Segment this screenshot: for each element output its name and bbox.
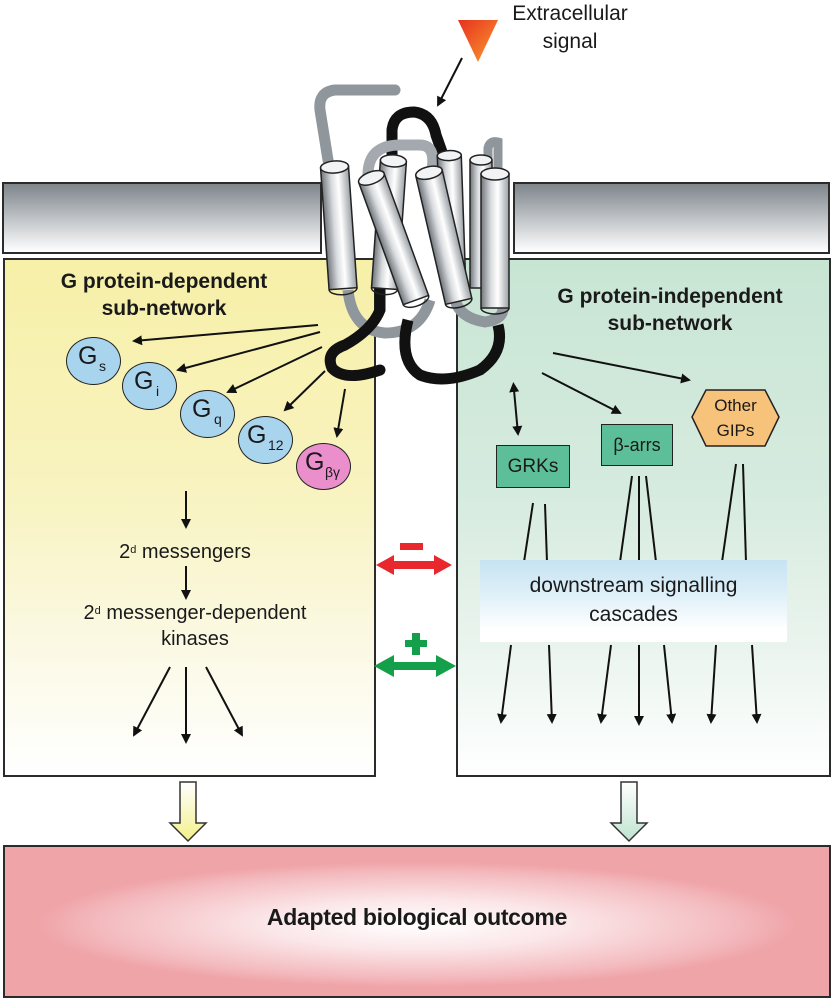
kinases-label: 2d messenger-dependent kinases [83, 602, 307, 650]
cascade-output-arrow-7 [751, 644, 762, 724]
green-double-arrow-icon [374, 655, 456, 677]
independent-activation-arrows [497, 352, 762, 726]
receptor-loop-ecl1 [386, 106, 448, 160]
adapted-outcome-label: Adapted biological outcome [266, 904, 568, 930]
g-protein-independent-panel [456, 258, 831, 777]
receptor-loop-ecl2 [362, 139, 439, 176]
g-protein-gq: G q [180, 390, 235, 438]
arrow-to-gs [132, 324, 319, 346]
left-panel-title: G protein-dependent sub-network [60, 270, 268, 320]
cascade-output-arrow-5 [663, 644, 677, 724]
receptor-loop-ecl3 [483, 137, 503, 170]
cascade-output-arrow-1 [497, 644, 512, 724]
g-protein-gi: G i [122, 362, 177, 410]
cascade-output-arrow-6 [706, 644, 717, 724]
other-gips-hexagon [691, 389, 780, 447]
gips-cascade-line-1 [721, 463, 737, 563]
receptor-loop-n-terminus [314, 84, 401, 166]
g-protein-dependent-panel [3, 258, 376, 777]
extracellular-signal-label: Extracellular signal [512, 2, 628, 53]
arrow-to-gbg [333, 388, 346, 438]
arrow-grks-bidirectional [509, 382, 523, 436]
cell-membrane-right [513, 182, 830, 254]
arrow-to-g12 [283, 370, 326, 412]
arrow-to-gq [226, 346, 323, 394]
helix-5 [414, 165, 473, 309]
ligand-triangle-icon [458, 20, 498, 62]
cascade-output-arrow-2 [546, 644, 557, 724]
arrow-to-gi [176, 331, 321, 373]
receptor-loop-c-terminus [399, 318, 505, 385]
cell-membrane-left [2, 182, 322, 254]
barrs-cascade-line-3 [645, 475, 657, 563]
helix-1 [319, 160, 358, 296]
crosstalk-inhibitory [376, 543, 452, 575]
red-double-arrow-icon [376, 555, 452, 575]
grks-cascade-line-1 [523, 502, 534, 563]
g-protein-gs: G s [66, 337, 121, 385]
second-messengers-label: 2d messengers [119, 541, 251, 563]
helix-7 [480, 167, 510, 315]
arrow-to-beta-arrs [541, 372, 622, 414]
gips-cascade-line-2 [742, 463, 747, 563]
beta-arrestins-box: β-arrs [601, 424, 673, 466]
gpcr-receptor [314, 84, 510, 385]
other-gips-label: Other GIPs [714, 396, 757, 440]
arrow-to-other-gips [552, 352, 691, 384]
left-output-block-arrow [168, 781, 208, 843]
adapted-outcome-box: Adapted biological outcome [3, 845, 831, 998]
barrs-cascade-line-1 [619, 475, 633, 563]
g-protein-gbetagamma: G βγ [296, 443, 351, 490]
right-output-block-arrow [609, 781, 649, 843]
grks-cascade-line-2 [544, 503, 548, 563]
receptor-loop-icl3 [449, 297, 509, 328]
receptor-loop-icl2 [324, 279, 386, 381]
g-protein-g12: G 12 [238, 416, 293, 464]
receptor-loop-icl1 [342, 289, 436, 339]
helix-4 [357, 169, 430, 309]
downstream-cascades-box: downstream signalling cascades [480, 560, 787, 642]
ligand-arrow [437, 57, 463, 107]
grks-box: GRKs [496, 445, 570, 488]
crosstalk-stimulatory [374, 633, 456, 677]
minus-sign-icon [400, 543, 423, 550]
g-protein-activation-arrows [132, 324, 346, 744]
right-panel-title: G protein-independent sub-network [557, 285, 783, 335]
plus-sign-vertical [412, 633, 420, 655]
cascade-output-arrow-3 [597, 644, 612, 724]
kinase-output-arrow-3 [205, 666, 243, 737]
kinase-output-arrow-1 [133, 666, 171, 737]
